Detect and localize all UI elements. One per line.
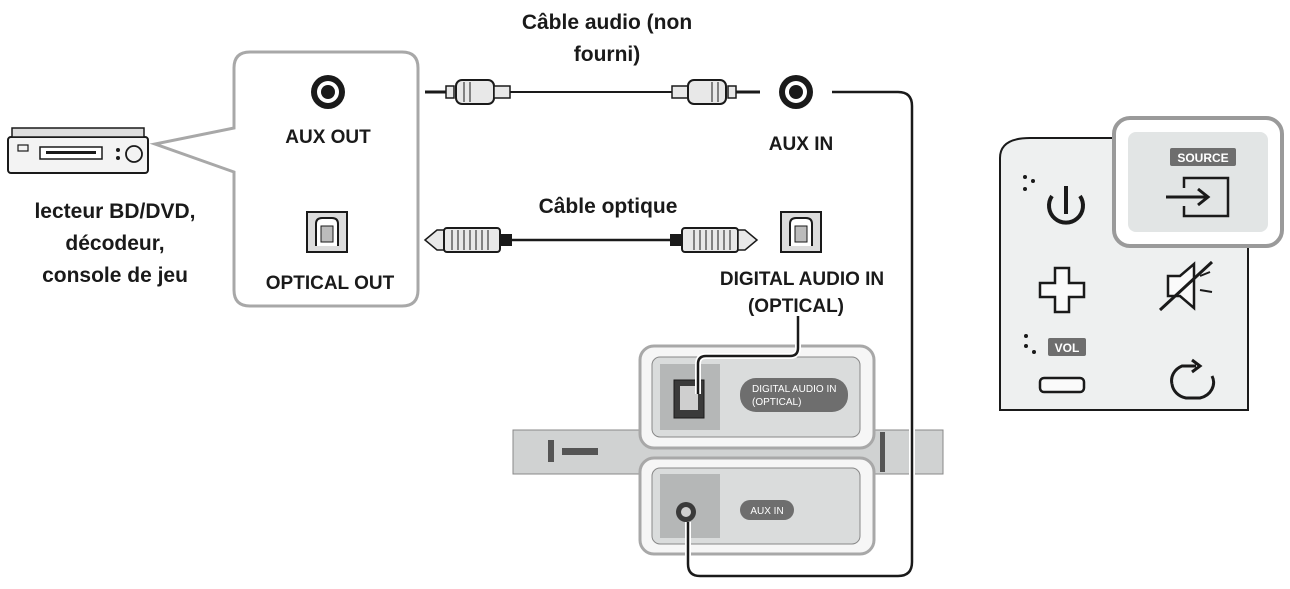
connection-lines bbox=[685, 89, 915, 579]
device-label-line-2: décodeur, bbox=[65, 232, 164, 255]
aux-out-label: AUX OUT bbox=[285, 127, 371, 148]
volume-down-button[interactable] bbox=[1038, 376, 1086, 394]
aux-in-badge bbox=[740, 500, 794, 520]
optical-cable-label: Câble optique bbox=[539, 195, 678, 218]
power-icon bbox=[1047, 194, 1085, 225]
optical-cable bbox=[423, 227, 759, 253]
optical-socket-icon bbox=[680, 386, 698, 410]
audio-cable bbox=[425, 79, 760, 105]
player-power-icon bbox=[17, 144, 29, 152]
mute-button[interactable] bbox=[1158, 260, 1214, 312]
source-badge bbox=[1170, 148, 1236, 166]
audio-cable-label-line-2: fourni) bbox=[574, 43, 640, 66]
volume-up-button[interactable] bbox=[1038, 266, 1086, 314]
vol-label: VOL bbox=[1055, 341, 1080, 355]
optical-out-label: OPTICAL OUT bbox=[266, 273, 395, 294]
soundbar-aux-panel: AUX IN bbox=[638, 456, 876, 556]
player-led-icon bbox=[116, 156, 120, 160]
vol-badge: VOL bbox=[1024, 334, 1086, 356]
player-knob-icon bbox=[125, 145, 143, 163]
control-panel: VOL SOURCE bbox=[999, 116, 1284, 411]
device-label-line-1: lecteur BD/DVD, bbox=[34, 200, 195, 223]
aux-out-jack-icon bbox=[311, 75, 345, 109]
source-input-icon bbox=[1166, 176, 1230, 218]
player-tray-slot bbox=[46, 151, 96, 154]
player-top bbox=[11, 127, 145, 138]
panel-digital-label-line-1: DIGITAL AUDIO IN bbox=[752, 384, 836, 395]
repeat-icon bbox=[1170, 364, 1196, 385]
digital-audio-in-label-line-2: (OPTICAL) bbox=[748, 296, 844, 317]
player-led-icon bbox=[116, 148, 120, 152]
bd-dvd-player bbox=[7, 127, 149, 174]
panel-aux-label: AUX IN bbox=[750, 506, 783, 517]
source-label: SOURCE bbox=[1177, 151, 1228, 165]
soundbar-edge-mark bbox=[880, 432, 885, 472]
soundbar-digital-panel: DIGITAL AUDIO IN (OPTICAL) bbox=[638, 344, 876, 450]
repeat-button[interactable] bbox=[1170, 358, 1216, 400]
digital-audio-in-label-line-1: DIGITAL AUDIO IN bbox=[720, 269, 884, 290]
soundbar-slot bbox=[562, 448, 598, 455]
source-callout bbox=[149, 50, 420, 308]
digital-in-badge bbox=[740, 378, 848, 412]
device-label-line-3: console de jeu bbox=[42, 264, 188, 287]
digital-audio-in-port-icon bbox=[780, 211, 822, 253]
optical-out-port-icon bbox=[306, 211, 348, 253]
soundbar-indicator bbox=[548, 440, 554, 462]
mute-icon bbox=[1166, 261, 1196, 311]
panel-digital-label-line-2: (OPTICAL) bbox=[752, 397, 801, 408]
aux-in-jack-icon bbox=[779, 75, 813, 109]
aux-in-label: AUX IN bbox=[769, 134, 833, 155]
audio-cable-label-line-1: Câble audio (non bbox=[522, 11, 692, 34]
power-button[interactable] bbox=[1023, 175, 1085, 225]
